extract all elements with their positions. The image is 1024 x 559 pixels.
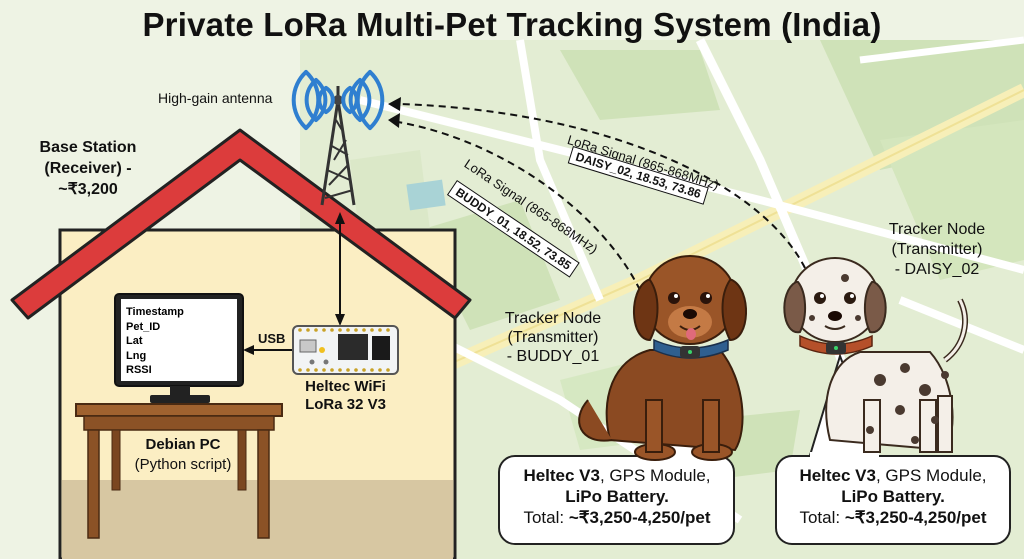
tracker-buddy-label: Tracker Node (Transmitter) - BUDDY_01 xyxy=(478,309,628,366)
heltec-board-line1: Heltec WiFi xyxy=(305,378,386,395)
callout-daisy-text: Heltec V3, GPS Module, LiPo Battery. Tot… xyxy=(777,465,1009,528)
callout-buddy-text: Heltec V3, GPS Module, LiPo Battery. Tot… xyxy=(501,465,733,528)
lora-signal-paths xyxy=(397,103,806,291)
callout-buddy-lipo: LiPo xyxy=(565,487,603,506)
field-timestamp: Timestamp xyxy=(126,306,184,318)
usb-arrow xyxy=(243,345,296,355)
signal-arrowhead-buddy xyxy=(388,113,400,128)
tracker-buddy-line3: - BUDDY_01 xyxy=(506,348,600,365)
base-station-line1: Base Station xyxy=(39,139,137,156)
tracker-daisy-line2: (Transmitter) xyxy=(891,241,983,258)
base-station-line2: (Receiver) - xyxy=(44,160,132,177)
desk xyxy=(75,403,283,539)
callout-daisy-total: Total: xyxy=(799,508,845,527)
field-lat: Lat xyxy=(126,335,143,347)
callout-buddy-battery: Battery. xyxy=(602,487,669,506)
antenna-label: High-gain antenna xyxy=(158,90,273,106)
field-pet-id: Pet_ID xyxy=(126,320,161,333)
dog-daisy xyxy=(783,257,968,453)
usb-label: USB xyxy=(258,331,286,346)
antenna-wave-left-icon xyxy=(291,70,328,130)
tracker-daisy-line3: - DAISY_02 xyxy=(894,261,980,278)
signal-arrowhead-daisy xyxy=(388,97,401,111)
diagram-title: Private LoRa Multi-Pet Tracking System (… xyxy=(142,6,882,43)
signal-path-buddy xyxy=(397,121,641,291)
pc-line1: Debian PC xyxy=(145,436,221,453)
monitor-screen-fields: Timestamp Pet_ID Lat Lng RSSI xyxy=(126,305,232,378)
house-roof xyxy=(10,128,472,320)
tracker-daisy-line1: Tracker Node xyxy=(888,221,986,238)
field-lng: Lng xyxy=(126,349,147,362)
callout-buddy-total: Total: xyxy=(523,508,569,527)
callout-daisy-cost: ~₹3,250-4,250/pet xyxy=(844,508,987,527)
pc-label: Debian PC (Python script) xyxy=(103,435,263,475)
field-rssi: RSSI xyxy=(126,364,152,376)
tracker-daisy-label: Tracker Node (Transmitter) - DAISY_02 xyxy=(862,220,1012,280)
callout-daisy-battery: Battery. xyxy=(878,487,945,506)
tracker-buddy-line2: (Transmitter) xyxy=(507,329,599,346)
callout-buddy-gps: , GPS Module, xyxy=(599,466,711,485)
callout-daisy-gps: , GPS Module, xyxy=(875,466,987,485)
antenna-tower xyxy=(320,86,356,206)
callout-daisy-heltec: Heltec V3 xyxy=(799,466,876,485)
antenna-cable-arrow xyxy=(335,212,345,326)
dog-buddy xyxy=(578,255,747,461)
pc-line2: (Python script) xyxy=(134,456,232,473)
base-station-label: Base Station (Receiver) - ~₹3,200 xyxy=(18,137,158,200)
heltec-board xyxy=(292,325,399,375)
callout-buddy-heltec: Heltec V3 xyxy=(523,466,600,485)
monitor xyxy=(114,293,244,403)
callout-daisy-lipo: LiPo xyxy=(841,487,879,506)
base-station-line3: ~₹3,200 xyxy=(58,181,118,198)
tracker-buddy-line1: Tracker Node xyxy=(504,310,602,327)
antenna-wave-right-icon xyxy=(348,70,385,130)
heltec-board-line2: LoRa 32 V3 xyxy=(305,396,386,413)
signal-path-daisy xyxy=(397,103,806,269)
callout-buddy-cost: ~₹3,250-4,250/pet xyxy=(568,508,711,527)
heltec-board-label: Heltec WiFi LoRa 32 V3 xyxy=(283,378,408,414)
